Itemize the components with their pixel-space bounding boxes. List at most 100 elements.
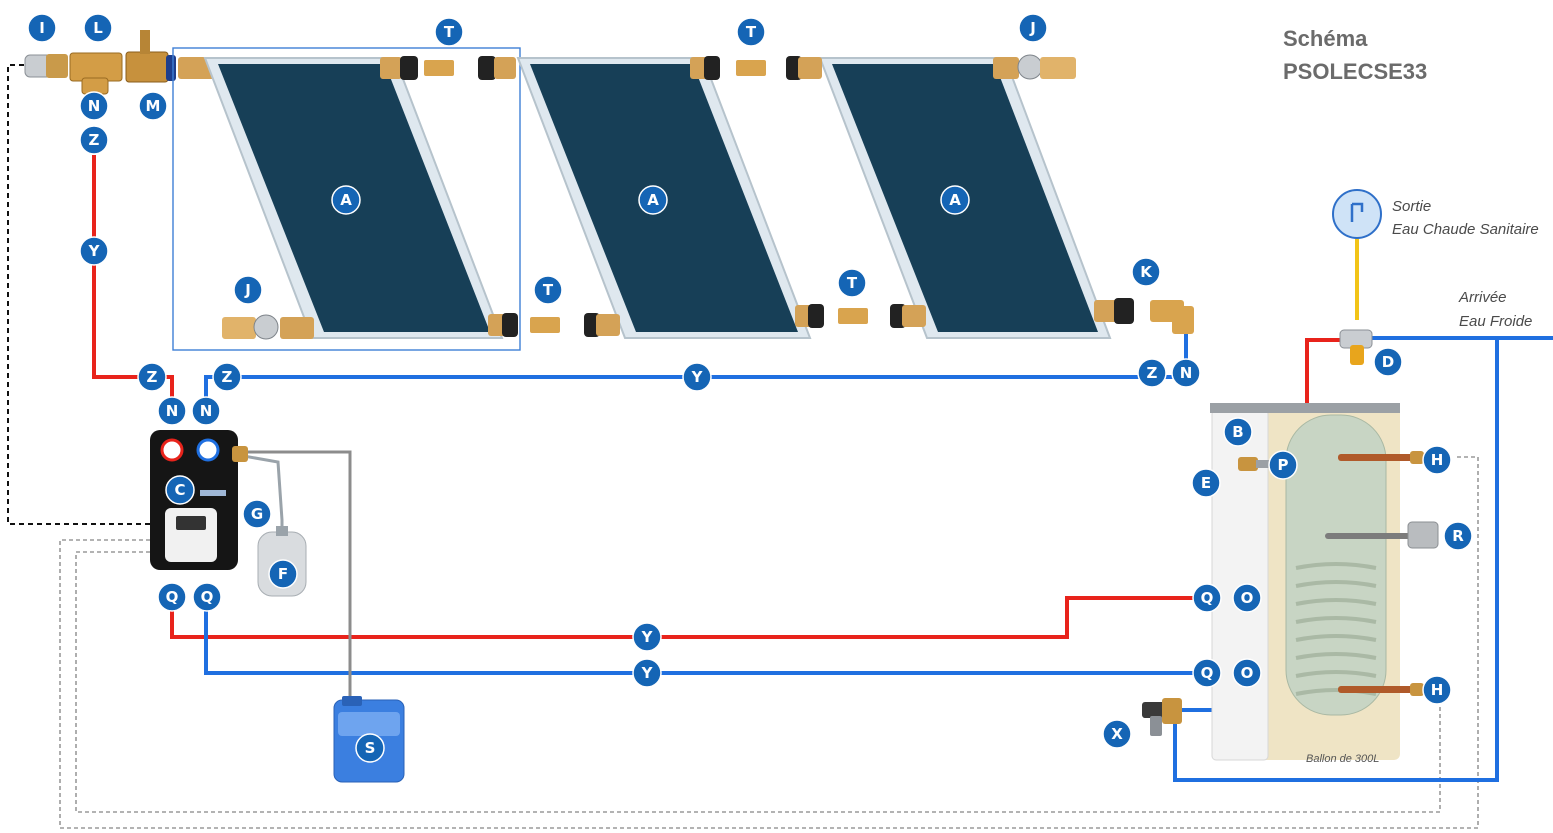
diagram-title-line2: PSOLECSE33	[1283, 59, 1427, 84]
svg-text:Y: Y	[691, 368, 704, 386]
svg-text:L: L	[93, 19, 103, 37]
tank-capacity-label: Ballon de 300L	[1306, 753, 1379, 765]
tank-electric-heater	[1325, 521, 1439, 549]
svg-text:S: S	[365, 739, 376, 757]
badge-c: C	[165, 475, 195, 505]
badge-a: A	[940, 185, 970, 215]
cold-pipe-tank-to-station	[204, 585, 1205, 675]
pipes	[92, 155, 1553, 782]
svg-text:B: B	[1232, 423, 1243, 441]
sanitary-hot-out	[1305, 338, 1355, 407]
svg-text:O: O	[1241, 589, 1254, 607]
svg-text:P: P	[1278, 456, 1289, 474]
coupling-bottom-0-cap	[222, 314, 314, 340]
svg-text:I: I	[39, 19, 45, 37]
svg-text:J: J	[1029, 19, 1036, 37]
badge-r: R	[1443, 521, 1473, 551]
svg-text:T: T	[847, 274, 858, 292]
badge-j: J	[233, 275, 263, 305]
badge-q: Q	[157, 582, 187, 612]
svg-text:G: G	[251, 505, 263, 523]
tank-sensor-well-bottom	[1338, 683, 1424, 696]
svg-text:N: N	[200, 402, 213, 420]
svg-text:T: T	[543, 281, 554, 299]
badge-s: S	[355, 733, 385, 763]
badge-q: Q	[1192, 658, 1222, 688]
badge-z: Z	[79, 125, 109, 155]
svg-text:Q: Q	[201, 588, 214, 606]
sensor-cable-collector	[7, 64, 150, 525]
fitting-m-valve	[125, 51, 169, 83]
coupling-bottom-1	[488, 313, 620, 337]
badge-l: L	[83, 13, 113, 43]
badge-z: Z	[212, 362, 242, 392]
coupling-bottom-3-elbow	[1094, 298, 1194, 334]
svg-text:M: M	[146, 97, 161, 115]
badge-o: O	[1232, 658, 1262, 688]
svg-text:Q: Q	[1201, 589, 1214, 607]
svg-text:Q: Q	[166, 588, 179, 606]
hot-pipe-station-to-tank	[170, 585, 1205, 639]
sensor-cables	[7, 64, 1479, 829]
inlet-note-line1: Arrivée	[1458, 289, 1507, 306]
fitting-l-tee	[69, 52, 123, 82]
svg-text:N: N	[166, 402, 179, 420]
svg-text:H: H	[1431, 451, 1444, 469]
svg-text:Y: Y	[88, 242, 101, 260]
badge-o: O	[1232, 583, 1262, 613]
svg-text:Y: Y	[641, 628, 654, 646]
badge-n: N	[1171, 358, 1201, 388]
tank-sensor-well-top	[1338, 451, 1424, 464]
outlet-note-line1: Sortie	[1392, 198, 1431, 215]
coupling-top-3-cap	[993, 54, 1076, 80]
badge-g: G	[242, 499, 272, 529]
svg-text:Z: Z	[1147, 364, 1158, 382]
badge-p: P	[1268, 450, 1298, 480]
svg-text:X: X	[1111, 725, 1123, 743]
svg-text:Q: Q	[1201, 664, 1214, 682]
sensor-cable-tank-middle	[75, 551, 1441, 813]
badge-j: J	[1018, 13, 1048, 43]
badge-q: Q	[1192, 583, 1222, 613]
diagram-title-line1: Schéma	[1283, 26, 1368, 51]
badge-b: B	[1223, 417, 1253, 447]
tank-top-lid	[1210, 403, 1400, 413]
coupling-top-2	[690, 56, 822, 80]
badge-h: H	[1422, 445, 1452, 475]
svg-text:J: J	[244, 281, 251, 299]
hot-pipe-collector-to-station	[92, 155, 174, 412]
badge-e: E	[1191, 468, 1221, 498]
badge-a: A	[331, 185, 361, 215]
svg-text:K: K	[1140, 263, 1153, 281]
badge-m: M	[138, 91, 168, 121]
coupling-bottom-2	[795, 304, 926, 328]
badge-n: N	[157, 396, 187, 426]
badge-n: N	[79, 91, 109, 121]
fitting-i-nut	[46, 54, 68, 78]
top-fittings	[24, 30, 216, 95]
pump-station-valve	[232, 446, 248, 462]
badge-y: Y	[682, 362, 712, 392]
svg-text:A: A	[647, 191, 659, 209]
svg-text:N: N	[88, 97, 101, 115]
badge-q: Q	[192, 582, 222, 612]
tank-pressure-valve	[1238, 457, 1274, 471]
svg-text:Z: Z	[89, 131, 100, 149]
badge-x: X	[1102, 719, 1132, 749]
svg-text:O: O	[1241, 664, 1254, 682]
fitting-m-stem	[140, 30, 150, 54]
badge-h: H	[1422, 675, 1452, 705]
svg-text:A: A	[949, 191, 961, 209]
badge-n: N	[191, 396, 221, 426]
fill-line	[238, 450, 352, 700]
svg-text:N: N	[1180, 364, 1193, 382]
svg-text:F: F	[278, 565, 288, 583]
badge-z: Z	[137, 362, 167, 392]
badge-t: T	[533, 275, 563, 305]
pump-station-gauge-hot	[160, 438, 184, 462]
outlet-note-line2: Eau Chaude Sanitaire	[1392, 221, 1539, 238]
svg-text:T: T	[746, 23, 757, 41]
badge-y: Y	[79, 236, 109, 266]
pump-station-display	[176, 516, 206, 530]
